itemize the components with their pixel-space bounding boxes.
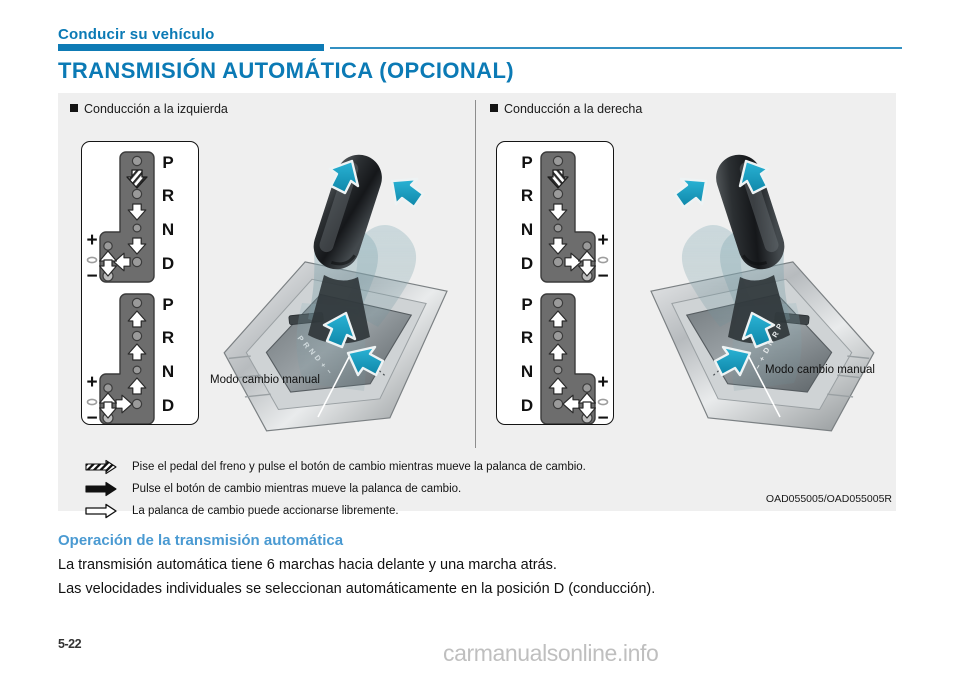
svg-text:D: D	[521, 396, 533, 415]
svg-text:P: P	[162, 295, 173, 314]
solid-arrow-icon	[84, 481, 124, 497]
svg-text:P: P	[774, 322, 784, 331]
sub-heading: Operación de la transmisión automática	[58, 532, 344, 549]
column-divider	[475, 100, 476, 448]
shift-pattern-card-lhd: P R N D + −	[81, 141, 199, 425]
shift-gate-diagram-lhd: P R N D + −	[82, 142, 198, 424]
chapter-title: Conducir su vehículo	[58, 26, 215, 43]
column-right-label: Conducción a la derecha	[504, 102, 643, 116]
legend-item: Pulse el botón de cambio mientras mueve …	[84, 479, 804, 499]
svg-text:N: N	[521, 362, 533, 381]
svg-text:D: D	[162, 396, 174, 415]
svg-text:N: N	[162, 220, 174, 239]
svg-text:N: N	[521, 220, 533, 239]
figure-legend: Pise el pedal del freno y pulse el botón…	[84, 457, 804, 523]
svg-text:P: P	[521, 295, 532, 314]
header-rule-thin	[330, 47, 902, 49]
outline-arrow-icon	[84, 503, 124, 519]
svg-text:+: +	[597, 230, 608, 251]
svg-text:−: −	[753, 362, 763, 371]
column-left-label: Conducción a la izquierda	[84, 102, 228, 116]
header-rule-thick	[58, 44, 324, 51]
svg-text:D: D	[521, 254, 533, 273]
svg-text:P: P	[521, 153, 532, 172]
callout-label-lhd: Modo cambio manual	[210, 374, 320, 386]
legend-text: Pulse el botón de cambio mientras mueve …	[132, 483, 462, 495]
figure-column-heading-right: Conducción a la derecha	[490, 102, 642, 116]
legend-text: Pise el pedal del freno y pulse el botón…	[132, 461, 586, 473]
svg-text:+: +	[757, 354, 767, 363]
svg-text:N: N	[162, 362, 174, 381]
bullet-square-icon	[490, 104, 498, 112]
gear-lever-illustration-lhd: P R N D + −	[206, 135, 468, 440]
svg-text:−: −	[86, 266, 97, 287]
watermark: carmanualsonline.info	[443, 640, 659, 666]
figure-code: OAD055005/OAD055005R	[765, 493, 892, 505]
figure-panel: Conducción a la izquierda Conducción a l…	[58, 93, 896, 519]
shift-pattern-card-rhd: P R N D + − P R N D + −	[496, 141, 614, 425]
svg-text:R: R	[162, 328, 174, 347]
svg-text:R: R	[521, 186, 533, 205]
svg-text:+: +	[597, 372, 608, 393]
svg-text:R: R	[162, 186, 174, 205]
page-number: 5-22	[58, 637, 82, 651]
hatched-arrow-icon	[84, 459, 124, 475]
legend-item: Pise el pedal del freno y pulse el botón…	[84, 457, 804, 477]
callout-label-rhd: Modo cambio manual	[765, 364, 875, 376]
bullet-square-icon	[70, 104, 78, 112]
svg-text:−: −	[597, 266, 608, 287]
svg-text:R: R	[521, 328, 533, 347]
legend-item: La palanca de cambio puede accionarse li…	[84, 501, 804, 521]
gear-lever-illustration-rhd: P R N D + −	[620, 135, 892, 440]
legend-text: La palanca de cambio puede accionarse li…	[132, 505, 399, 517]
svg-text:N: N	[765, 338, 776, 347]
svg-text:R: R	[770, 329, 781, 339]
svg-text:+: +	[86, 372, 97, 393]
svg-text:+: +	[86, 230, 97, 251]
svg-text:−: −	[86, 408, 97, 424]
shift-gate-diagram-rhd: P R N D + − P R N D + −	[497, 142, 613, 424]
svg-text:P: P	[162, 153, 173, 172]
page-title: TRANSMISIÓN AUTOMÁTICA (OPCIONAL)	[58, 58, 515, 83]
svg-text:D: D	[162, 254, 174, 273]
paragraph-2: Las velocidades individuales se seleccio…	[58, 581, 656, 597]
svg-text:−: −	[597, 408, 608, 424]
svg-text:D: D	[761, 345, 772, 355]
paragraph-1: La transmisión automática tiene 6 marcha…	[58, 557, 557, 573]
figure-column-heading-left: Conducción a la izquierda	[70, 102, 228, 116]
